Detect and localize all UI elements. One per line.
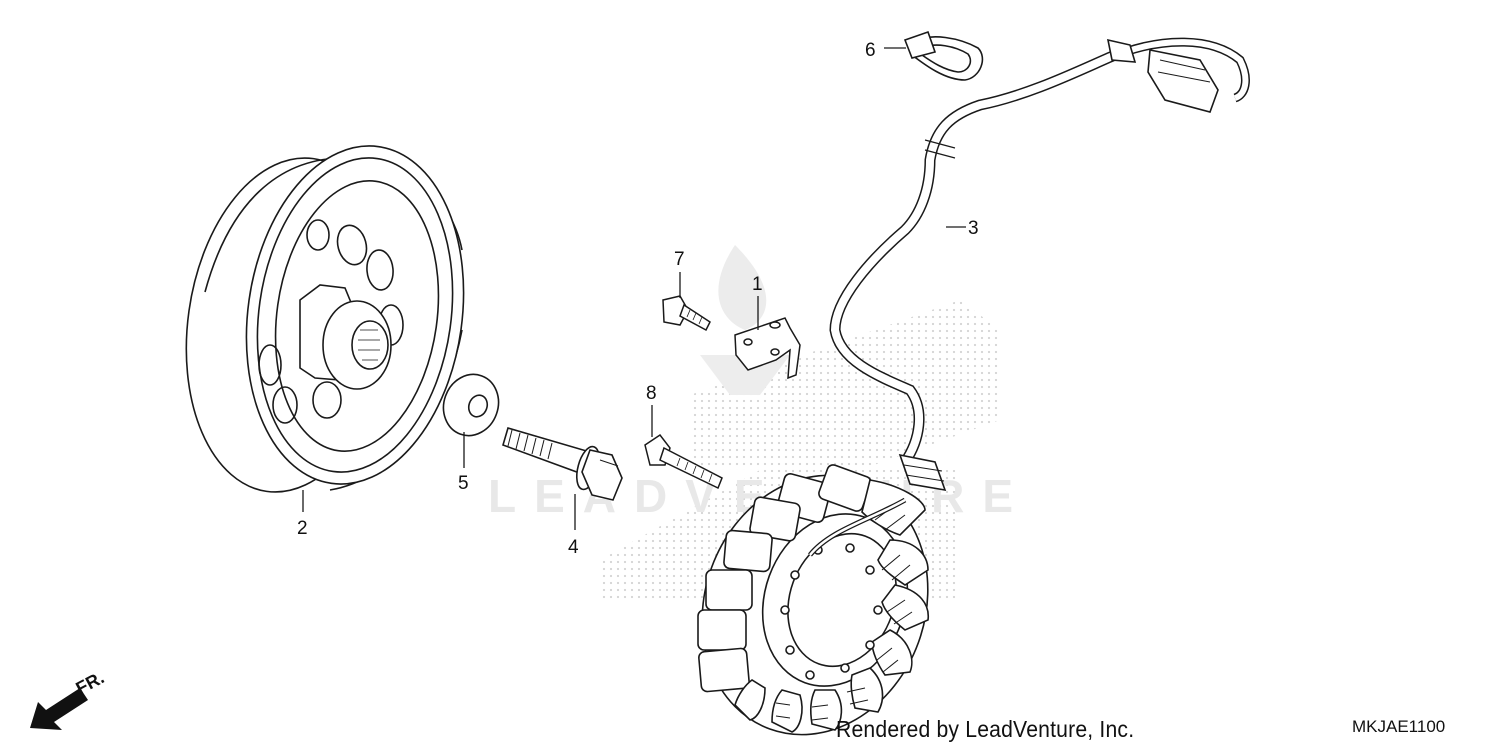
wire-clamp (903, 30, 984, 81)
flywheel-rotor (185, 145, 465, 493)
callout-8: 8 (646, 383, 657, 404)
flange-bolt (502, 427, 623, 501)
small-bolt (662, 295, 711, 332)
washer (442, 373, 500, 437)
callout-2: 2 (297, 518, 308, 539)
front-direction-arrow: FR. (30, 667, 107, 730)
callout-1: 1 (752, 274, 763, 295)
stator-assembly (697, 37, 1250, 736)
stator-bolt (644, 433, 723, 490)
wire-bracket (734, 317, 801, 380)
diagram-code: MKJAE1100 (1352, 717, 1446, 736)
callout-5: 5 (458, 473, 469, 494)
callout-4: 4 (568, 537, 579, 558)
callout-6: 6 (865, 40, 876, 61)
render-credit: Rendered by LeadVenture, Inc. (836, 716, 1135, 742)
callout-3: 3 (968, 218, 979, 239)
callout-7: 7 (674, 249, 685, 270)
